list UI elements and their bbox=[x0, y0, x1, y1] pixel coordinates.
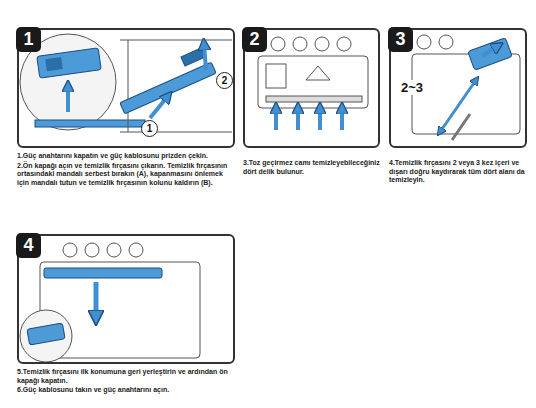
instruction-text: 5.Temizlik fırçasını ilk konumuna geri y… bbox=[17, 368, 232, 385]
instruction-text: 3.Toz geçirmez camı temizleyebileceğiniz… bbox=[243, 159, 381, 176]
instruction-text: 6.Güç kablosunu takın ve güç anahtarını … bbox=[17, 386, 232, 395]
caption-column: 4.Temizlik fırçasını 2 veya 3 kez içeri … bbox=[389, 159, 529, 186]
step-number: 4 bbox=[16, 233, 41, 258]
step-number: 3 bbox=[388, 27, 413, 52]
callout-number: 1 bbox=[141, 120, 158, 137]
instruction-text: 2.Ön kapağı açın ve temizlik fırçasını ç… bbox=[17, 162, 232, 188]
caption-column: 5.Temizlik fırçasını ilk konumuna geri y… bbox=[17, 368, 232, 396]
step-panel: 1 bbox=[17, 28, 235, 148]
instruction-text: 1.Güç anahtarını kapatın ve güç kablosun… bbox=[17, 152, 232, 161]
step-number: 1 bbox=[16, 27, 41, 52]
step-number: 2 bbox=[242, 27, 267, 52]
instruction-text: 4.Temizlik fırçasını 2 veya 3 kez içeri … bbox=[389, 159, 529, 185]
panel-3-art bbox=[412, 35, 520, 140]
panel-4-art bbox=[20, 243, 200, 362]
callout-number: 2 bbox=[216, 72, 233, 89]
step-panel: 2 bbox=[243, 28, 380, 148]
caption-column: 1.Güç anahtarını kapatın ve güç kablosun… bbox=[17, 152, 232, 188]
panel-2-art bbox=[258, 37, 368, 130]
callout-number: 2~3 bbox=[400, 80, 424, 95]
caption-column: 3.Toz geçirmez camı temizleyebileceğiniz… bbox=[243, 159, 381, 177]
panel-1-art bbox=[20, 34, 232, 132]
step-panel: 4 bbox=[17, 234, 235, 364]
